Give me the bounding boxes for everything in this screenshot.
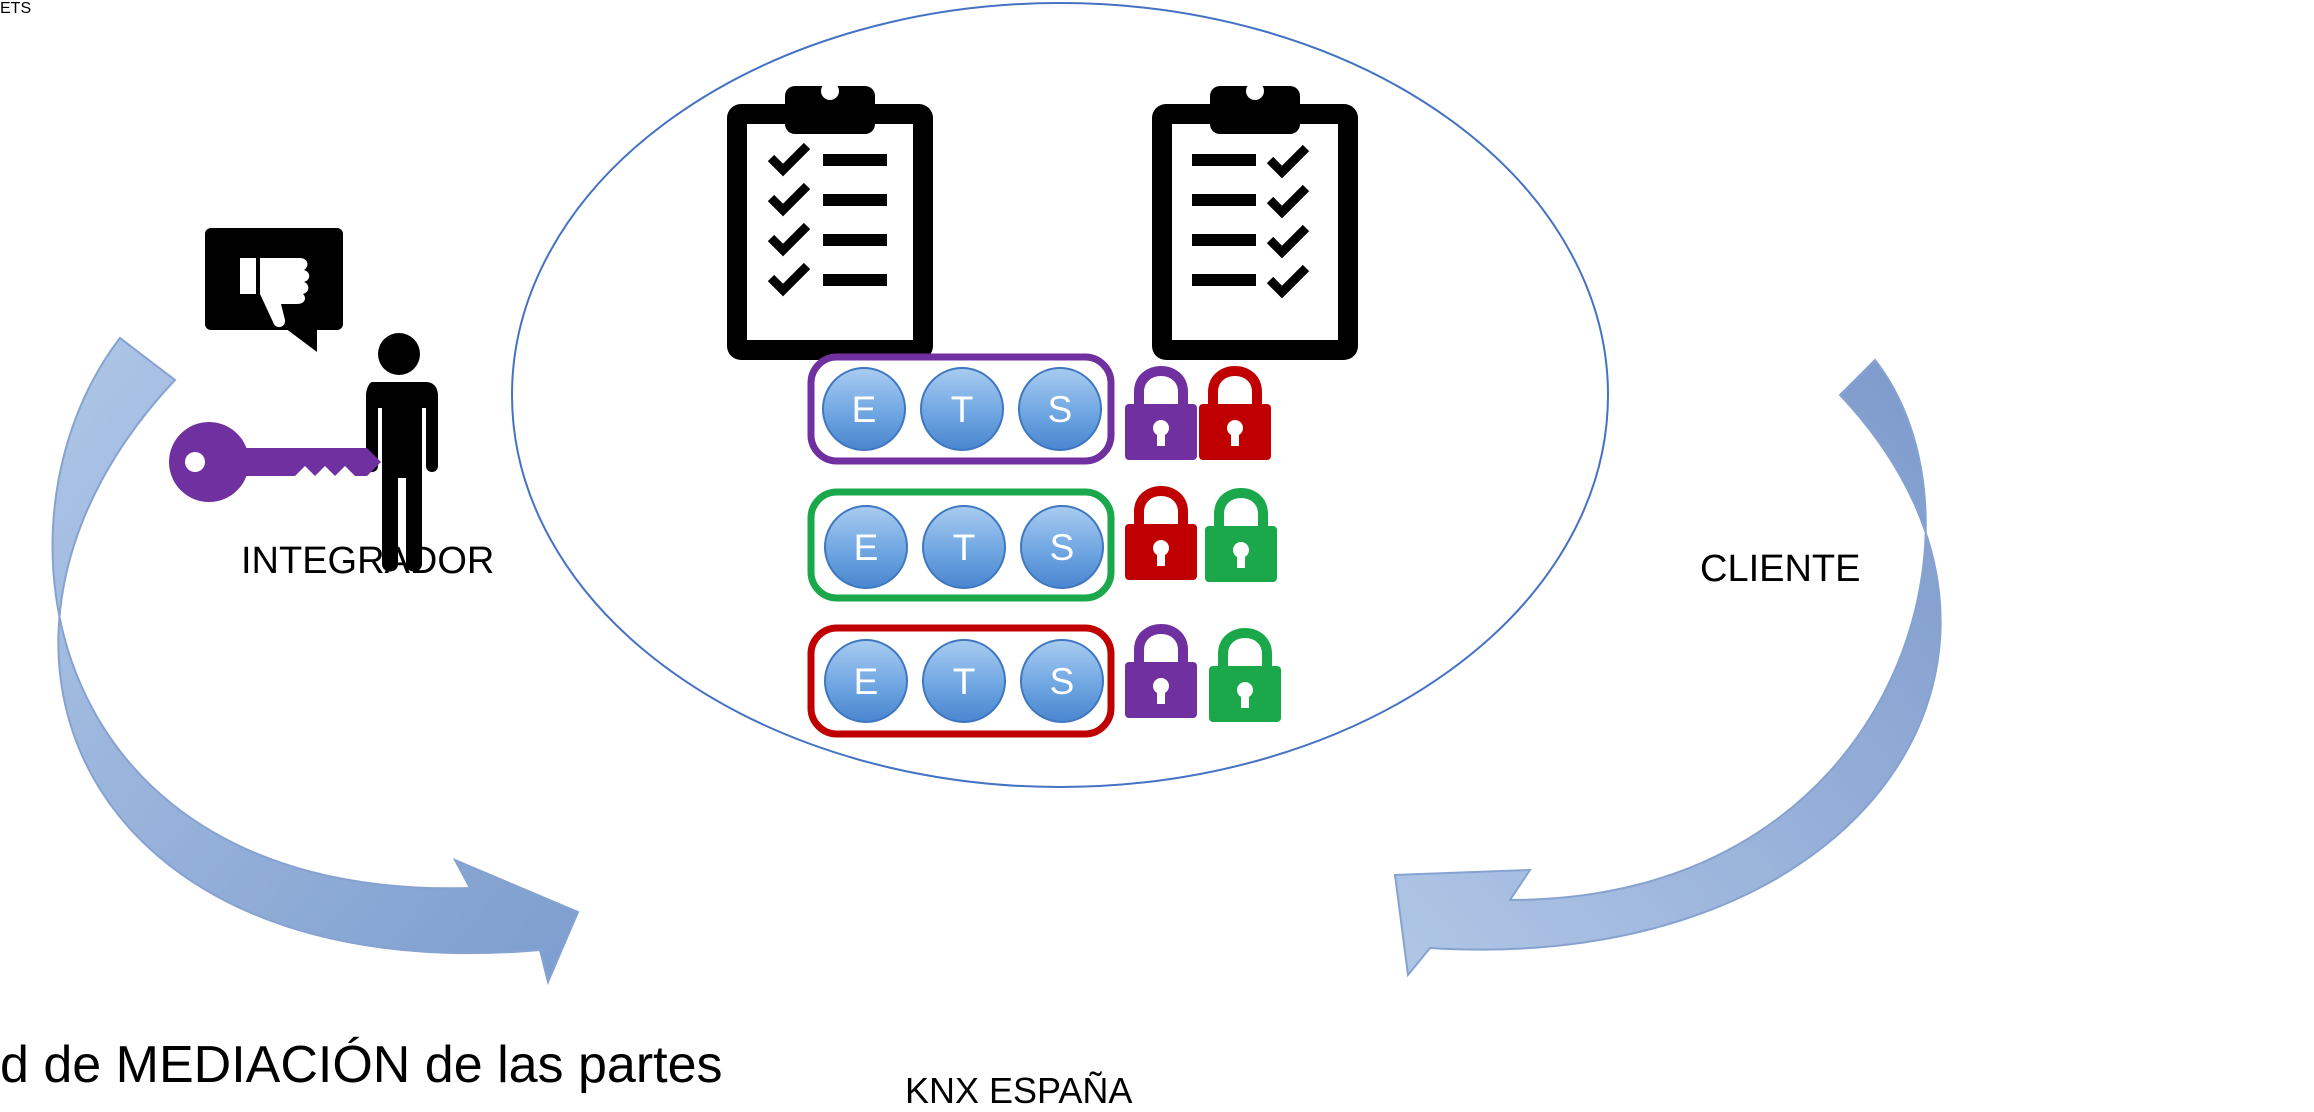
ets-badge: ETS ETS INTEGRADOR CLIENTE KNX ESPAÑA d … [0,0,1860,1111]
ets-letter: E [852,389,877,430]
ets-ball [822,367,906,451]
ets-ball [1020,505,1104,589]
padlock-icon [1209,628,1281,722]
person-icon [366,333,438,572]
ets-ball [1018,367,1102,451]
ets-letter: S [1048,389,1073,430]
ets-ball [922,639,1006,723]
clipboard-checklist-icon [727,82,933,360]
padlock-icon [1205,488,1277,582]
ets-ball [1020,639,1104,723]
padlock-icon [1125,486,1197,580]
cycle-arrow-left [51,336,580,986]
ets-letter: T [953,661,976,702]
ets-letter: S [1050,527,1075,568]
ets-letter: S [1050,661,1075,702]
ets-ball [824,505,908,589]
ets-letter: T [951,389,974,430]
ets-letter: T [953,527,976,568]
cliente-label: CLIENTE [1700,548,1861,590]
key-icon [169,422,381,502]
integrador-label: INTEGRADOR [241,540,495,582]
knx-espana-label: KNX ESPAÑA [905,1070,1133,1111]
cycle-arrow-right [1393,358,1942,978]
ets-ball [922,505,1006,589]
padlock-icon [1199,366,1271,460]
thumbs-down-speech-icon [205,228,343,352]
ets-letter: E [854,527,879,568]
ets-letter: E [854,661,879,702]
ets-badge-label: ETS [0,0,32,17]
ets-ball [920,367,1004,451]
mediation-caption: d de MEDIACIÓN de las partes [0,1036,723,1094]
padlock-icon [1125,624,1197,718]
clipboard-checklist-icon [1152,82,1358,360]
padlock-icon [1125,366,1197,460]
ets-ball [824,639,908,723]
